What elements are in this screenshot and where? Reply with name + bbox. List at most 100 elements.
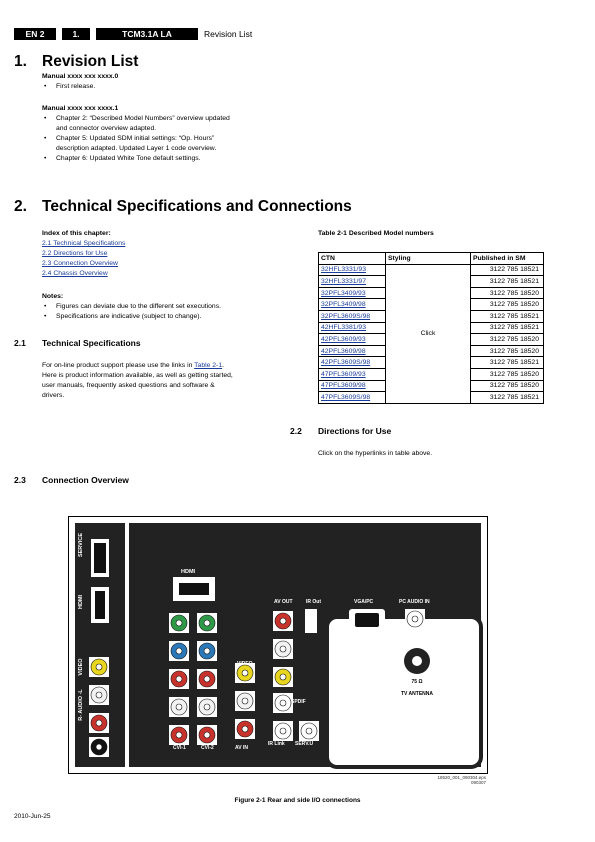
cvi1-jack-center bbox=[175, 647, 183, 655]
avout-jack-center bbox=[279, 645, 287, 653]
table-row: 42PFL3609/93 3122 785 18520 bbox=[318, 333, 544, 346]
side-av-jack-center bbox=[95, 663, 103, 671]
rca-jacks bbox=[89, 609, 425, 757]
header-tab-chassis: TCM3.1A LA bbox=[96, 28, 198, 40]
list-item: Chapter 2: “Described Model Numbers” ove… bbox=[42, 114, 292, 124]
published-cell: 3122 785 18520 bbox=[470, 298, 544, 311]
spdif-jack-center bbox=[279, 699, 287, 707]
list-item-continued: description adapted. Updated Layer 1 cod… bbox=[56, 145, 217, 152]
figure-caption: Figure 2-1 Rear and side I/O connections bbox=[234, 797, 361, 804]
s21-text: user manuals, frequently asked questions… bbox=[42, 382, 215, 389]
published-cell: 3122 785 18520 bbox=[470, 367, 544, 381]
index-link-2-2[interactable]: 2.2 Directions for Use bbox=[42, 250, 108, 257]
pcaudio-label: PC AUDIO IN bbox=[399, 599, 430, 605]
s21-text: drivers. bbox=[42, 392, 65, 399]
chapter-index: 2.1 Technical Specifications 2.2 Directi… bbox=[42, 239, 125, 279]
avin-jack-center bbox=[241, 697, 249, 705]
s21-title: Technical Specifications bbox=[42, 338, 141, 348]
model-ctn-link[interactable]: 32PFL3409/98 bbox=[318, 298, 386, 311]
model-ctn-link[interactable]: 42PFL3609/98 bbox=[318, 344, 386, 358]
s23-number: 2.3 bbox=[14, 475, 26, 485]
list-item: Specifications are indicative (subject t… bbox=[42, 312, 292, 322]
avin-label: AV IN bbox=[235, 745, 248, 751]
service-port-inner bbox=[94, 543, 106, 573]
connection-figure: SERVICE HDMI VIDEO R- AUDIO -L HDMI CVI-… bbox=[68, 516, 488, 774]
table-row: 32PFL3409/93 3122 785 18520 bbox=[318, 286, 544, 300]
model-ctn-link[interactable]: 32HFL3331/97 bbox=[318, 275, 386, 288]
table-header-styling: Styling bbox=[385, 252, 471, 265]
footer-date: 2010-Jun-25 bbox=[14, 813, 51, 820]
side-audio-label: R- AUDIO -L bbox=[78, 689, 84, 721]
list-item: Chapter 5: Updated SDM initial settings:… bbox=[42, 134, 292, 144]
list-item: Figures can deviate due to the different… bbox=[42, 302, 292, 312]
avin-jack-center bbox=[241, 725, 249, 733]
table-2-1-link[interactable]: Table 2-1 bbox=[194, 362, 223, 369]
service-label: SERVICE bbox=[78, 533, 84, 557]
index-link-2-4[interactable]: 2.4 Chassis Overview bbox=[42, 270, 108, 277]
index-link-2-3[interactable]: 2.3 Connection Overview bbox=[42, 260, 118, 267]
table-row: 47PFL3609S/98 3122 785 18521 bbox=[318, 391, 544, 404]
s23-title: Connection Overview bbox=[42, 475, 129, 485]
model-ctn-link[interactable]: 42HFL3381/93 bbox=[318, 321, 386, 335]
s22-number: 2.2 bbox=[290, 426, 302, 436]
side-hdmi-port-inner bbox=[95, 591, 105, 619]
irlink-label: IR Link bbox=[268, 741, 285, 747]
section2-title: Technical Specifications and Connections bbox=[42, 198, 352, 215]
published-cell: 3122 785 18521 bbox=[470, 275, 544, 288]
s21-text-period: . bbox=[222, 362, 224, 369]
table-row: 32PFL3609S/98 3122 785 18521 bbox=[318, 309, 544, 323]
antenna-jack-center bbox=[412, 656, 422, 666]
vgapc-label: VGA/PC bbox=[354, 599, 374, 605]
index-title: Index of this chapter: bbox=[42, 230, 111, 237]
hdmi-port-inner bbox=[179, 583, 209, 595]
published-cell: 3122 785 18521 bbox=[470, 356, 544, 369]
model-ctn-link[interactable]: 42PFL3609S/98 bbox=[318, 356, 386, 369]
cvi2-jack-center bbox=[203, 647, 211, 655]
servu-label: SERV.U bbox=[295, 741, 313, 747]
list-item: Chapter 6: Updated White Tone default se… bbox=[42, 154, 292, 164]
side-video-label: VIDEO bbox=[78, 658, 84, 676]
figure-code-1: 18520_001_090304.eps bbox=[437, 775, 486, 780]
vga-port-inner bbox=[355, 613, 379, 627]
published-cell: 3122 785 18520 bbox=[470, 333, 544, 346]
model-ctn-link[interactable]: 42PFL3609/93 bbox=[318, 333, 386, 346]
headphone-jack-center bbox=[95, 743, 103, 751]
cvi1-jack-center bbox=[175, 703, 183, 711]
model-ctn-link[interactable]: 47PFL3609S/98 bbox=[318, 391, 386, 404]
cvi1-jack-center bbox=[175, 619, 183, 627]
cvi2-jack-center bbox=[203, 731, 211, 739]
pc-audio-jack-center bbox=[411, 615, 419, 623]
antenna-label: TV ANTENNA bbox=[401, 691, 433, 697]
s21-text: For on-line product support please use t… bbox=[42, 362, 193, 369]
model-ctn-link[interactable]: 47PFL3609/93 bbox=[318, 367, 386, 381]
model-ctn-link[interactable]: 32PFL3409/93 bbox=[318, 286, 386, 300]
published-cell: 3122 785 18521 bbox=[470, 309, 544, 323]
section2-number: 2. bbox=[14, 198, 27, 215]
hdmi-label: HDMI bbox=[181, 569, 196, 575]
s21-body: For on-line product support please use t… bbox=[42, 361, 302, 401]
published-cell: 3122 785 18520 bbox=[470, 286, 544, 300]
cvi1-label: CVI-1 bbox=[173, 745, 186, 751]
header-title: Revision List bbox=[204, 29, 253, 39]
avout-jack-center bbox=[279, 617, 287, 625]
index-link-2-1[interactable]: 2.1 Technical Specifications bbox=[42, 240, 126, 247]
side-av-jack-center bbox=[95, 691, 103, 699]
table-caption: Table 2-1 Described Model numbers bbox=[318, 230, 434, 237]
model-ctn-link[interactable]: 32HFL3331/93 bbox=[318, 263, 386, 277]
styling-cell[interactable]: Click bbox=[385, 263, 471, 404]
section1-title: Revision List bbox=[42, 53, 139, 70]
notes-list: Figures can deviate due to the different… bbox=[42, 302, 292, 322]
spdif-label: SPDIF bbox=[291, 699, 306, 705]
table-row: 32HFL3331/97 3122 785 18521 bbox=[318, 275, 544, 288]
header-tab-chapter: 1. bbox=[62, 28, 90, 40]
irout-label: IR Out bbox=[306, 599, 321, 605]
published-cell: 3122 785 18520 bbox=[470, 379, 544, 393]
model-ctn-link[interactable]: 47PFL3609/98 bbox=[318, 379, 386, 393]
table-header-published: Published in SM bbox=[470, 252, 544, 265]
irlink-jack-center bbox=[279, 727, 287, 735]
model-ctn-link[interactable]: 32PFL3609S/98 bbox=[318, 309, 386, 323]
s22-text: Click on the hyperlinks in table above. bbox=[318, 450, 433, 457]
servu-jack-center bbox=[305, 727, 313, 735]
published-cell: 3122 785 18521 bbox=[470, 391, 544, 404]
